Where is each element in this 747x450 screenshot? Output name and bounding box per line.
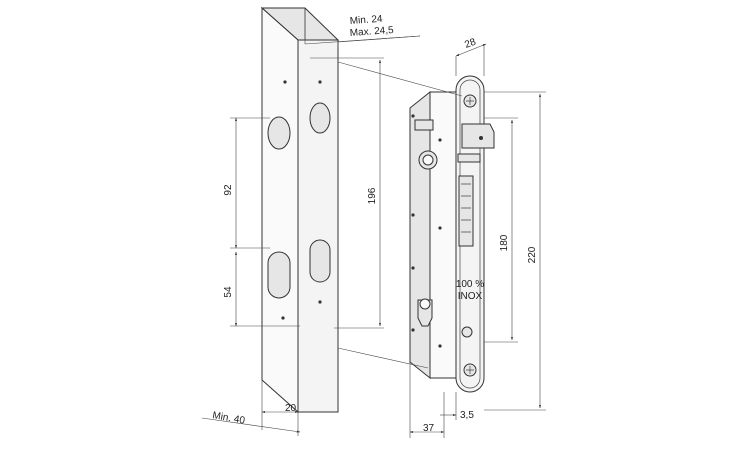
tube-left-face [261, 6, 299, 414]
lock-case-side [409, 90, 431, 380]
faceplate-text-inox: INOX [458, 291, 483, 302]
tube-front-face [297, 39, 339, 413]
lock-latch [461, 123, 495, 149]
faceplate-text-100: 100 % [456, 279, 484, 290]
dim-max-24-5: Max. 24,5 [349, 25, 394, 39]
tube-hole-upper-right [309, 102, 331, 134]
brand-plate [457, 153, 481, 163]
tube-slot-lower-right [309, 239, 331, 283]
lock-bolt-slot [458, 175, 474, 247]
dim-180: 180 [499, 234, 510, 251]
dim-220: 220 [527, 246, 538, 263]
dim-28: 28 [463, 37, 478, 51]
dim-54: 54 [223, 286, 234, 298]
tube-hole-upper-left [267, 116, 291, 150]
tube-slot-lower-left [267, 251, 291, 299]
faceplate-screw-middle [461, 326, 473, 338]
lock-case-plate [414, 119, 434, 131]
mortise-lock: 100 % INOX [409, 75, 495, 393]
dim-3-5: 3,5 [460, 410, 474, 421]
dim-min-40: Min. 40 [211, 410, 246, 427]
dim-37: 37 [423, 423, 435, 434]
dim-20: 20 [285, 403, 297, 414]
dimension-lines [201, 8, 546, 438]
dim-min-24: Min. 24 [349, 14, 383, 27]
square-profile-tube [260, 6, 340, 414]
dim-196: 196 [367, 187, 378, 204]
dim-92: 92 [223, 184, 234, 196]
